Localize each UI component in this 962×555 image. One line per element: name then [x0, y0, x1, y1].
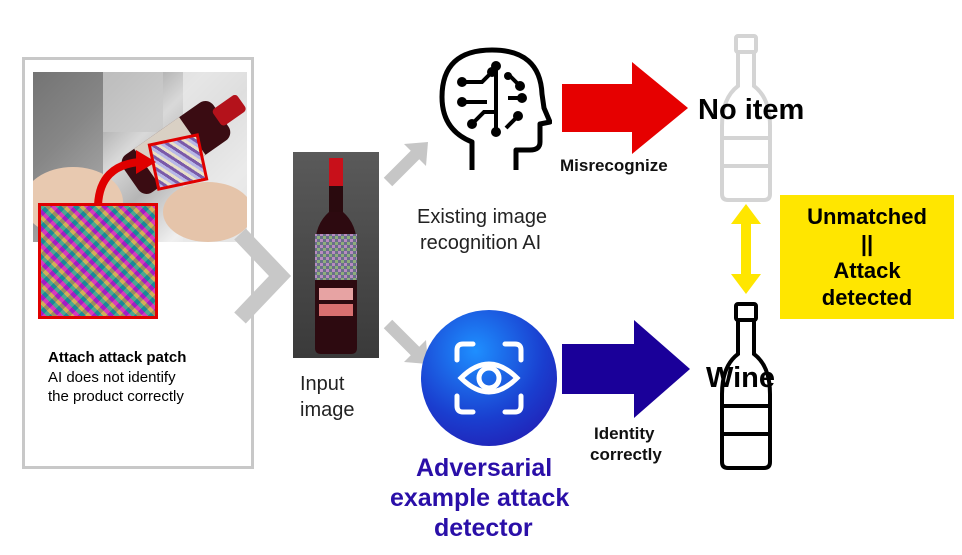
wine-label: Wine	[706, 362, 776, 394]
bottle-icon	[720, 302, 772, 470]
double-arrow-icon	[731, 204, 761, 294]
verdict-line-1: Unmatched	[807, 204, 927, 229]
input-bottle-image	[293, 152, 379, 358]
misrecognize-label: Misrecognize	[560, 156, 668, 175]
input-label-2: image	[300, 399, 355, 421]
verdict-line-3: Attack	[833, 258, 901, 283]
detector-label-2: example attack	[390, 484, 570, 512]
identity-label-1: Identity	[594, 424, 655, 443]
verdict-box: Unmatched || Attack detected	[780, 195, 954, 319]
detector-label-3: detector	[434, 514, 533, 542]
attack-patch	[38, 203, 158, 319]
detector-label-1: Adversarial	[416, 454, 553, 482]
arrow-up-right-icon	[383, 142, 428, 187]
panel-desc-2: the product correctly	[48, 388, 184, 405]
no-item-label: No item	[698, 94, 805, 126]
blue-arrow-icon	[562, 320, 690, 418]
chevron-right-icon	[234, 228, 292, 324]
curved-arrow-icon	[94, 150, 156, 206]
red-arrow-icon	[562, 62, 688, 154]
verdict-line-2: ||	[860, 231, 874, 256]
brain-circuit-icon	[439, 47, 552, 170]
detector-circle	[421, 310, 557, 446]
input-label-1: Input	[300, 373, 345, 395]
panel-title: Attach attack patch	[48, 349, 187, 366]
existing-ai-label-2: recognition AI	[420, 232, 542, 254]
bottle-icon	[720, 34, 772, 202]
existing-ai-label-1: Existing image	[417, 206, 548, 228]
identity-label-2: correctly	[590, 445, 662, 464]
verdict-line-4: detected	[821, 285, 913, 310]
panel-desc-1: AI does not identify	[48, 369, 176, 386]
eye-scan-icon	[454, 341, 524, 415]
arrow-down-right-icon	[383, 319, 428, 364]
